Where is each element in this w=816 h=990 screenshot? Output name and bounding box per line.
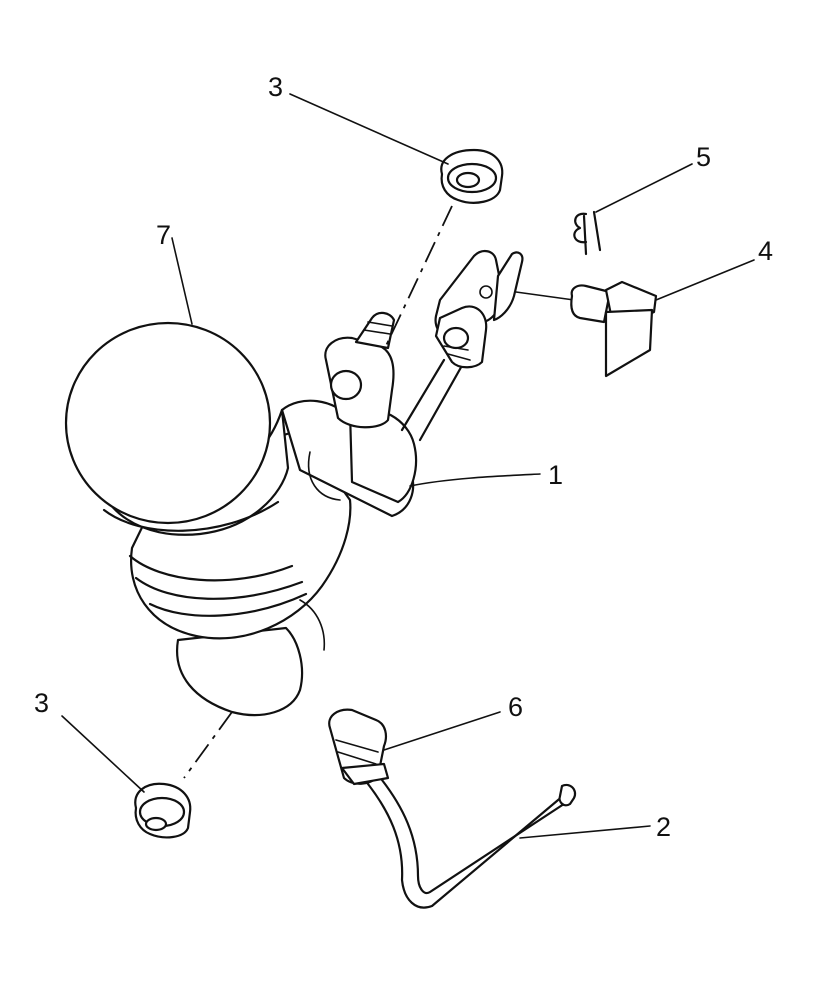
nut-top [289,93,504,204]
callout-2: 2 [656,812,671,842]
callout-5: 5 [696,142,711,172]
callout-6: 6 [508,692,523,722]
callout-4: 4 [758,236,773,266]
retaining-clip [573,163,693,256]
nut-bottom [61,715,192,839]
callout-3-bottom: 3 [34,688,49,718]
callout-7: 7 [156,220,171,250]
callout-1: 1 [548,460,563,490]
alignment-line-top [383,205,453,351]
pipe-fitting [328,708,501,786]
callout-3-top: 3 [268,72,283,102]
pipe [366,778,651,909]
alignment-line-bottom [183,711,233,779]
reservoir-cap [64,237,290,536]
clevis-pin [570,259,755,378]
clevis-yoke [434,250,575,369]
